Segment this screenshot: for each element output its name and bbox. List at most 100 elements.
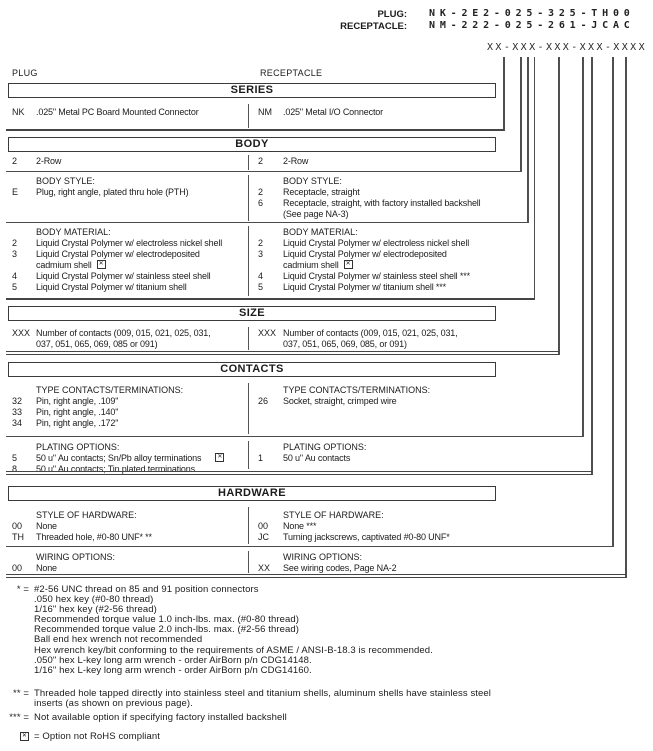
option-code: JC [258,532,269,542]
option-code: 6 [258,198,264,208]
row-heading: STYLE OF HARDWARE: [283,510,384,520]
option-desc: Liquid Crystal Polymer w/ electrodeposit… [283,249,510,271]
footnote-double-star: ** = Threaded hole tapped directly into … [8,688,648,709]
option-desc: Pin, right angle, .172" [36,418,119,428]
option-desc: Pin, right angle, .109" [36,396,119,406]
option-code: 00 [12,563,23,573]
option-code: NK [12,107,25,117]
footnote-star: * = #2-56 UNC thread on 85 and 91 positi… [8,584,648,676]
option-desc: Liquid Crystal Polymer w/ titanium shell [36,282,187,292]
pointer-line-size [558,57,560,355]
footnote-marker: * = [16,584,29,595]
section-bottom-contacts [6,471,592,475]
option-code: 00 [258,521,269,531]
option-item: NM .025" Metal I/O Connector [258,107,510,118]
pointer-line-body-rows [520,57,522,172]
not-rohs-icon [215,453,225,462]
option-desc: .025" Metal PC Board Mounted Connector [36,107,199,117]
column-divider [248,175,249,221]
row-heading: BODY STYLE: [283,176,342,186]
row-separator [6,222,527,223]
footnote-triple-star: *** = Not available option if specifying… [8,712,648,723]
pointer-line-wiring [625,57,627,578]
row-separator [6,546,612,547]
footnote-marker: ** = [13,688,29,699]
section-bar-contacts: CONTACTS [8,362,496,377]
section-bottom-series [6,129,504,131]
wiring-right: WIRING OPTIONS: XX See wiring codes, Page… [258,552,510,574]
option-desc: None *** [283,521,317,531]
option-code: 4 [258,271,264,281]
column-divider [248,441,249,469]
option-code: 26 [258,396,269,406]
option-desc: Turning jackscrews, captivated #0-80 UNF… [283,532,450,542]
plug-part-number-label: PLUG: [377,9,407,20]
footnote-text: #2-56 UNC thread on 85 and 91 position c… [34,584,259,595]
option-code: 2 [258,187,264,197]
option-code: 2 [12,156,18,166]
option-desc: Liquid Crystal Polymer w/ electroless ni… [36,238,223,248]
option-desc: Liquid Crystal Polymer w/ electroless ni… [283,238,470,248]
option-desc: Pin, right angle, .140" [36,407,119,417]
plating-left: PLATING OPTIONS: 5 50 u" Au contacts; Sn… [12,442,246,475]
body-rows-left: 2 2-Row [12,156,246,167]
column-divider [248,327,249,350]
not-rohs-icon [20,732,29,741]
plug-part-number-value: NK-2E2-025-325-TH00 [429,8,635,19]
hardware-style-right: STYLE OF HARDWARE: 00 None *** JC Turning … [258,510,510,543]
option-code: 8 [12,464,18,474]
row-heading: BODY MATERIAL: [283,227,358,237]
footnote-text: = Option not RoHS compliant [34,731,161,742]
option-code: 4 [12,271,18,281]
section-bottom-size [6,351,559,355]
series-right: NM .025" Metal I/O Connector [258,107,510,118]
pointer-line-body-material [533,57,535,300]
not-rohs-icon [96,260,106,269]
option-desc: Receptacle, straight [283,187,360,197]
column-header-receptacle: RECEPTACLE [260,68,323,78]
row-heading: TYPE CONTACTS/TERMINATIONS: [36,385,184,395]
column-divider [248,104,249,128]
row-heading: WIRING OPTIONS: [283,552,363,562]
option-desc: Liquid Crystal Polymer w/ stainless stee… [283,271,470,281]
option-code: XX [258,563,271,573]
receptacle-part-number-value: NM-222-025-261-JCAC [429,20,635,31]
option-code: 3 [258,249,264,259]
section-bar-series: SERIES [8,83,496,98]
option-code: 3 [12,249,18,259]
row-heading: TYPE CONTACTS/TERMINATIONS: [283,385,431,395]
pointer-line-contact-type [582,57,584,437]
series-left: NK .025" Metal PC Board Mounted Connecto… [12,107,246,118]
option-item: NK .025" Metal PC Board Mounted Connecto… [12,107,246,118]
option-desc: 50 u" Au contacts; Tin plated terminatio… [36,464,195,474]
section-bar-hardware: HARDWARE [8,486,496,501]
option-desc: 2-Row [36,156,62,166]
pointer-line-series [503,57,505,131]
section-bar-size: SIZE [8,306,496,321]
size-right: XXX Number of contacts (009, 015, 021, 0… [258,328,510,349]
option-desc: 50 u" Au contacts; Sn/Pb alloy terminati… [36,453,246,464]
column-divider [248,155,249,170]
section-bottom-hardware [6,574,626,578]
option-desc: None [36,521,57,531]
option-desc: Receptacle, straight, with factory insta… [283,198,481,219]
row-heading: BODY STYLE: [36,176,95,186]
footnote-text: Not available option if specifying facto… [34,712,287,723]
option-code: 5 [258,282,264,292]
option-desc: .025" Metal I/O Connector [283,107,383,117]
size-left: XXX Number of contacts (009, 015, 021, 0… [12,328,246,349]
option-desc: Plug, right angle, plated thru hole (PTH… [36,187,189,197]
row-heading: WIRING OPTIONS: [36,552,116,562]
option-code: XXX [258,328,277,338]
footnote-text: Threaded hole tapped directly into stain… [34,688,492,699]
option-code: XXX [12,328,31,338]
option-desc: See wiring codes, Page NA-2 [283,563,397,573]
